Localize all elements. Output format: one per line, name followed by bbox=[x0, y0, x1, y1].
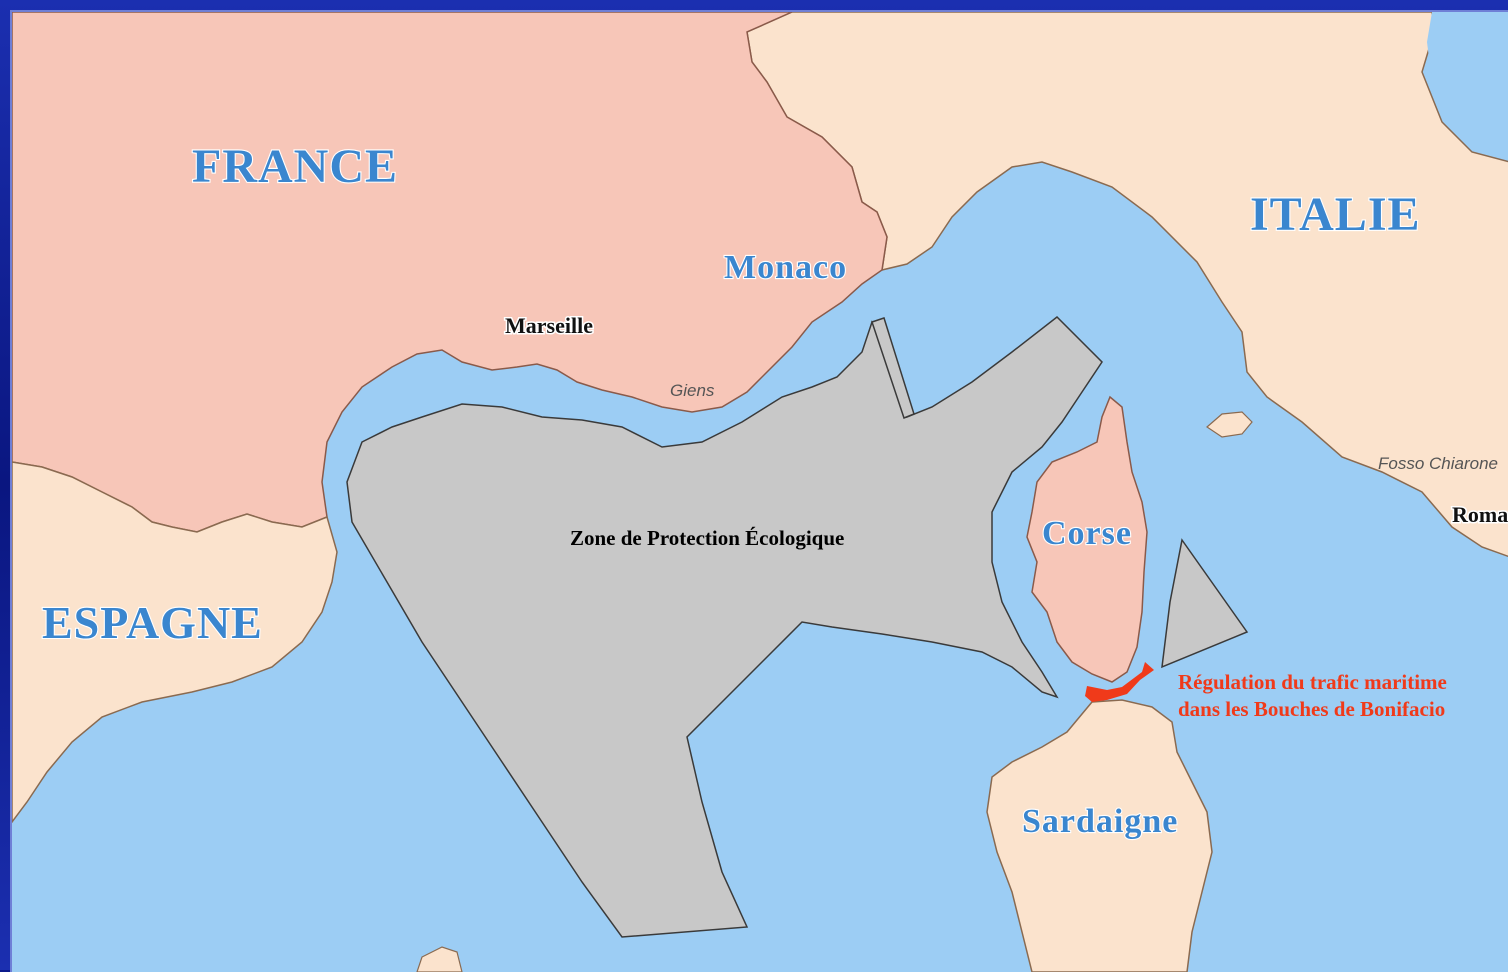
country-label-france: FRANCE bbox=[192, 140, 398, 193]
region-label-sardaigne: Sardaigne bbox=[1022, 803, 1178, 840]
country-label-espagne: ESPAGNE bbox=[42, 597, 263, 648]
region-label-corse: Corse bbox=[1042, 515, 1132, 552]
region-label-monaco: Monaco bbox=[724, 249, 847, 286]
regulation-marker bbox=[1085, 662, 1154, 702]
city-label-roma: Roma bbox=[1452, 502, 1508, 527]
italy-east-sea bbox=[1427, 12, 1508, 152]
spain-land bbox=[12, 461, 338, 824]
protection-zone bbox=[346, 316, 1103, 938]
zone-label: Zone de Protection Écologique bbox=[570, 526, 844, 550]
south-land bbox=[416, 946, 463, 972]
sardinia-land bbox=[986, 699, 1213, 972]
place-label-giens: Giens bbox=[670, 381, 715, 400]
regulation-label-line1: Régulation du trafic maritime bbox=[1178, 670, 1447, 694]
protection-zone-east bbox=[1161, 538, 1249, 669]
country-label-italie: ITALIE bbox=[1250, 188, 1421, 241]
map-canvas: FRANCE ITALIE ESPAGNE Monaco Corse Sarda… bbox=[10, 10, 1508, 972]
protection-zone-strip bbox=[871, 317, 915, 419]
place-label-fosso-chiarone: Fosso Chiarone bbox=[1378, 454, 1498, 473]
elba-island bbox=[1206, 411, 1253, 438]
regulation-label-line2: dans les Bouches de Bonifacio bbox=[1178, 697, 1445, 721]
city-label-marseille: Marseille bbox=[505, 313, 593, 338]
map-svg: FRANCE ITALIE ESPAGNE Monaco Corse Sarda… bbox=[12, 12, 1508, 972]
corsica-land bbox=[1026, 395, 1148, 683]
